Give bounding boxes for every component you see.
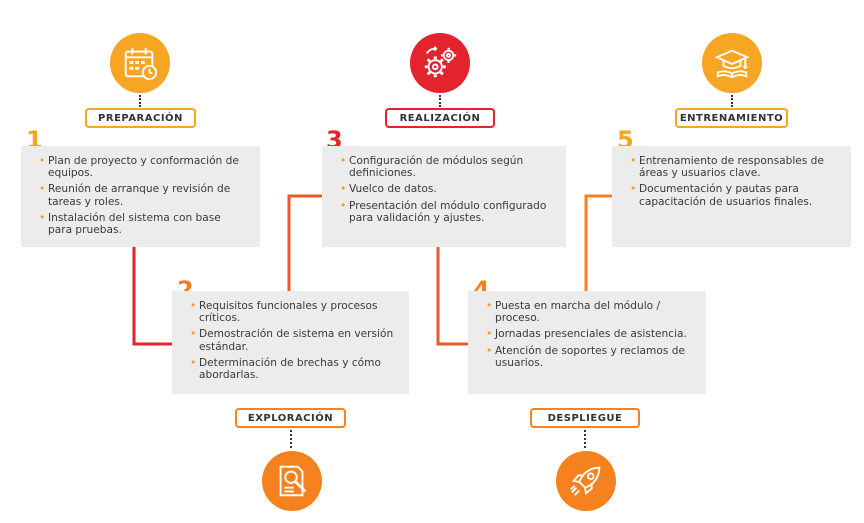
list-item: Reunión de arranque y revisión de tareas… <box>39 183 248 207</box>
stage-4-dots <box>584 430 586 448</box>
list-item: Demostración de sistema en versión están… <box>190 328 397 352</box>
rocket-icon <box>570 466 601 496</box>
stage-5-icon-badge <box>702 33 762 93</box>
connector-1-2 <box>132 247 172 346</box>
list-item: Vuelco de datos. <box>340 183 554 195</box>
stage-5-label: ENTRENAMIENTO <box>675 108 788 128</box>
gears-icon <box>424 46 457 78</box>
stage-1-label: PREPARACIÓN <box>85 108 196 128</box>
list-item: Configuración de módulos según definicio… <box>340 155 554 179</box>
stage-1-dots <box>139 95 141 107</box>
document-search-icon <box>279 465 307 497</box>
stage-2-dots <box>290 430 292 448</box>
list-item: Presentación del módulo configurado para… <box>340 200 554 224</box>
stage-5-box: Entrenamiento de responsables de áreas y… <box>612 146 851 247</box>
connector-4-5 <box>584 194 612 291</box>
stage-2-icon-badge <box>262 451 322 511</box>
connector-2-3 <box>287 194 322 291</box>
list-item: Instalación del sistema con base para pr… <box>39 212 248 236</box>
stage-5-dots <box>731 95 733 107</box>
stage-1-icon-badge <box>110 33 170 93</box>
stage-3-label: REALIZACIÓN <box>385 108 495 128</box>
list-item: Requisitos funcionales y procesos crític… <box>190 300 397 324</box>
list-item: Documentación y pautas para capacitación… <box>630 183 839 207</box>
stage-4-label: DESPLIEGUE <box>530 408 640 428</box>
stage-1-list: Plan de proyecto y conformación de equip… <box>39 155 248 236</box>
stage-4-box: Puesta en marcha del módulo / proceso. J… <box>468 291 706 394</box>
list-item: Determinación de brechas y cómo abordarl… <box>190 357 397 381</box>
stage-2-list: Requisitos funcionales y procesos crític… <box>190 300 397 381</box>
connector-3-4 <box>436 247 468 346</box>
list-item: Jornadas presenciales de asistencia. <box>486 328 694 340</box>
stage-1-box: Plan de proyecto y conformación de equip… <box>21 146 260 247</box>
calendar-icon <box>124 47 158 81</box>
stage-3-list: Configuración de módulos según definicio… <box>340 155 554 224</box>
stage-2-label: EXPLORACIÓN <box>235 408 346 428</box>
graduation-cap-icon <box>714 49 750 79</box>
stage-5-list: Entrenamiento de responsables de áreas y… <box>630 155 839 208</box>
list-item: Puesta en marcha del módulo / proceso. <box>486 300 694 324</box>
stage-4-icon-badge <box>556 451 616 511</box>
list-item: Plan de proyecto y conformación de equip… <box>39 155 248 179</box>
stage-3-dots <box>439 95 441 107</box>
stage-4-list: Puesta en marcha del módulo / proceso. J… <box>486 300 694 369</box>
stage-3-icon-badge <box>410 33 470 93</box>
list-item: Atención de soportes y reclamos de usuar… <box>486 345 694 369</box>
list-item: Entrenamiento de responsables de áreas y… <box>630 155 839 179</box>
stage-2-box: Requisitos funcionales y procesos crític… <box>172 291 409 394</box>
stage-3-box: Configuración de módulos según definicio… <box>322 146 566 247</box>
